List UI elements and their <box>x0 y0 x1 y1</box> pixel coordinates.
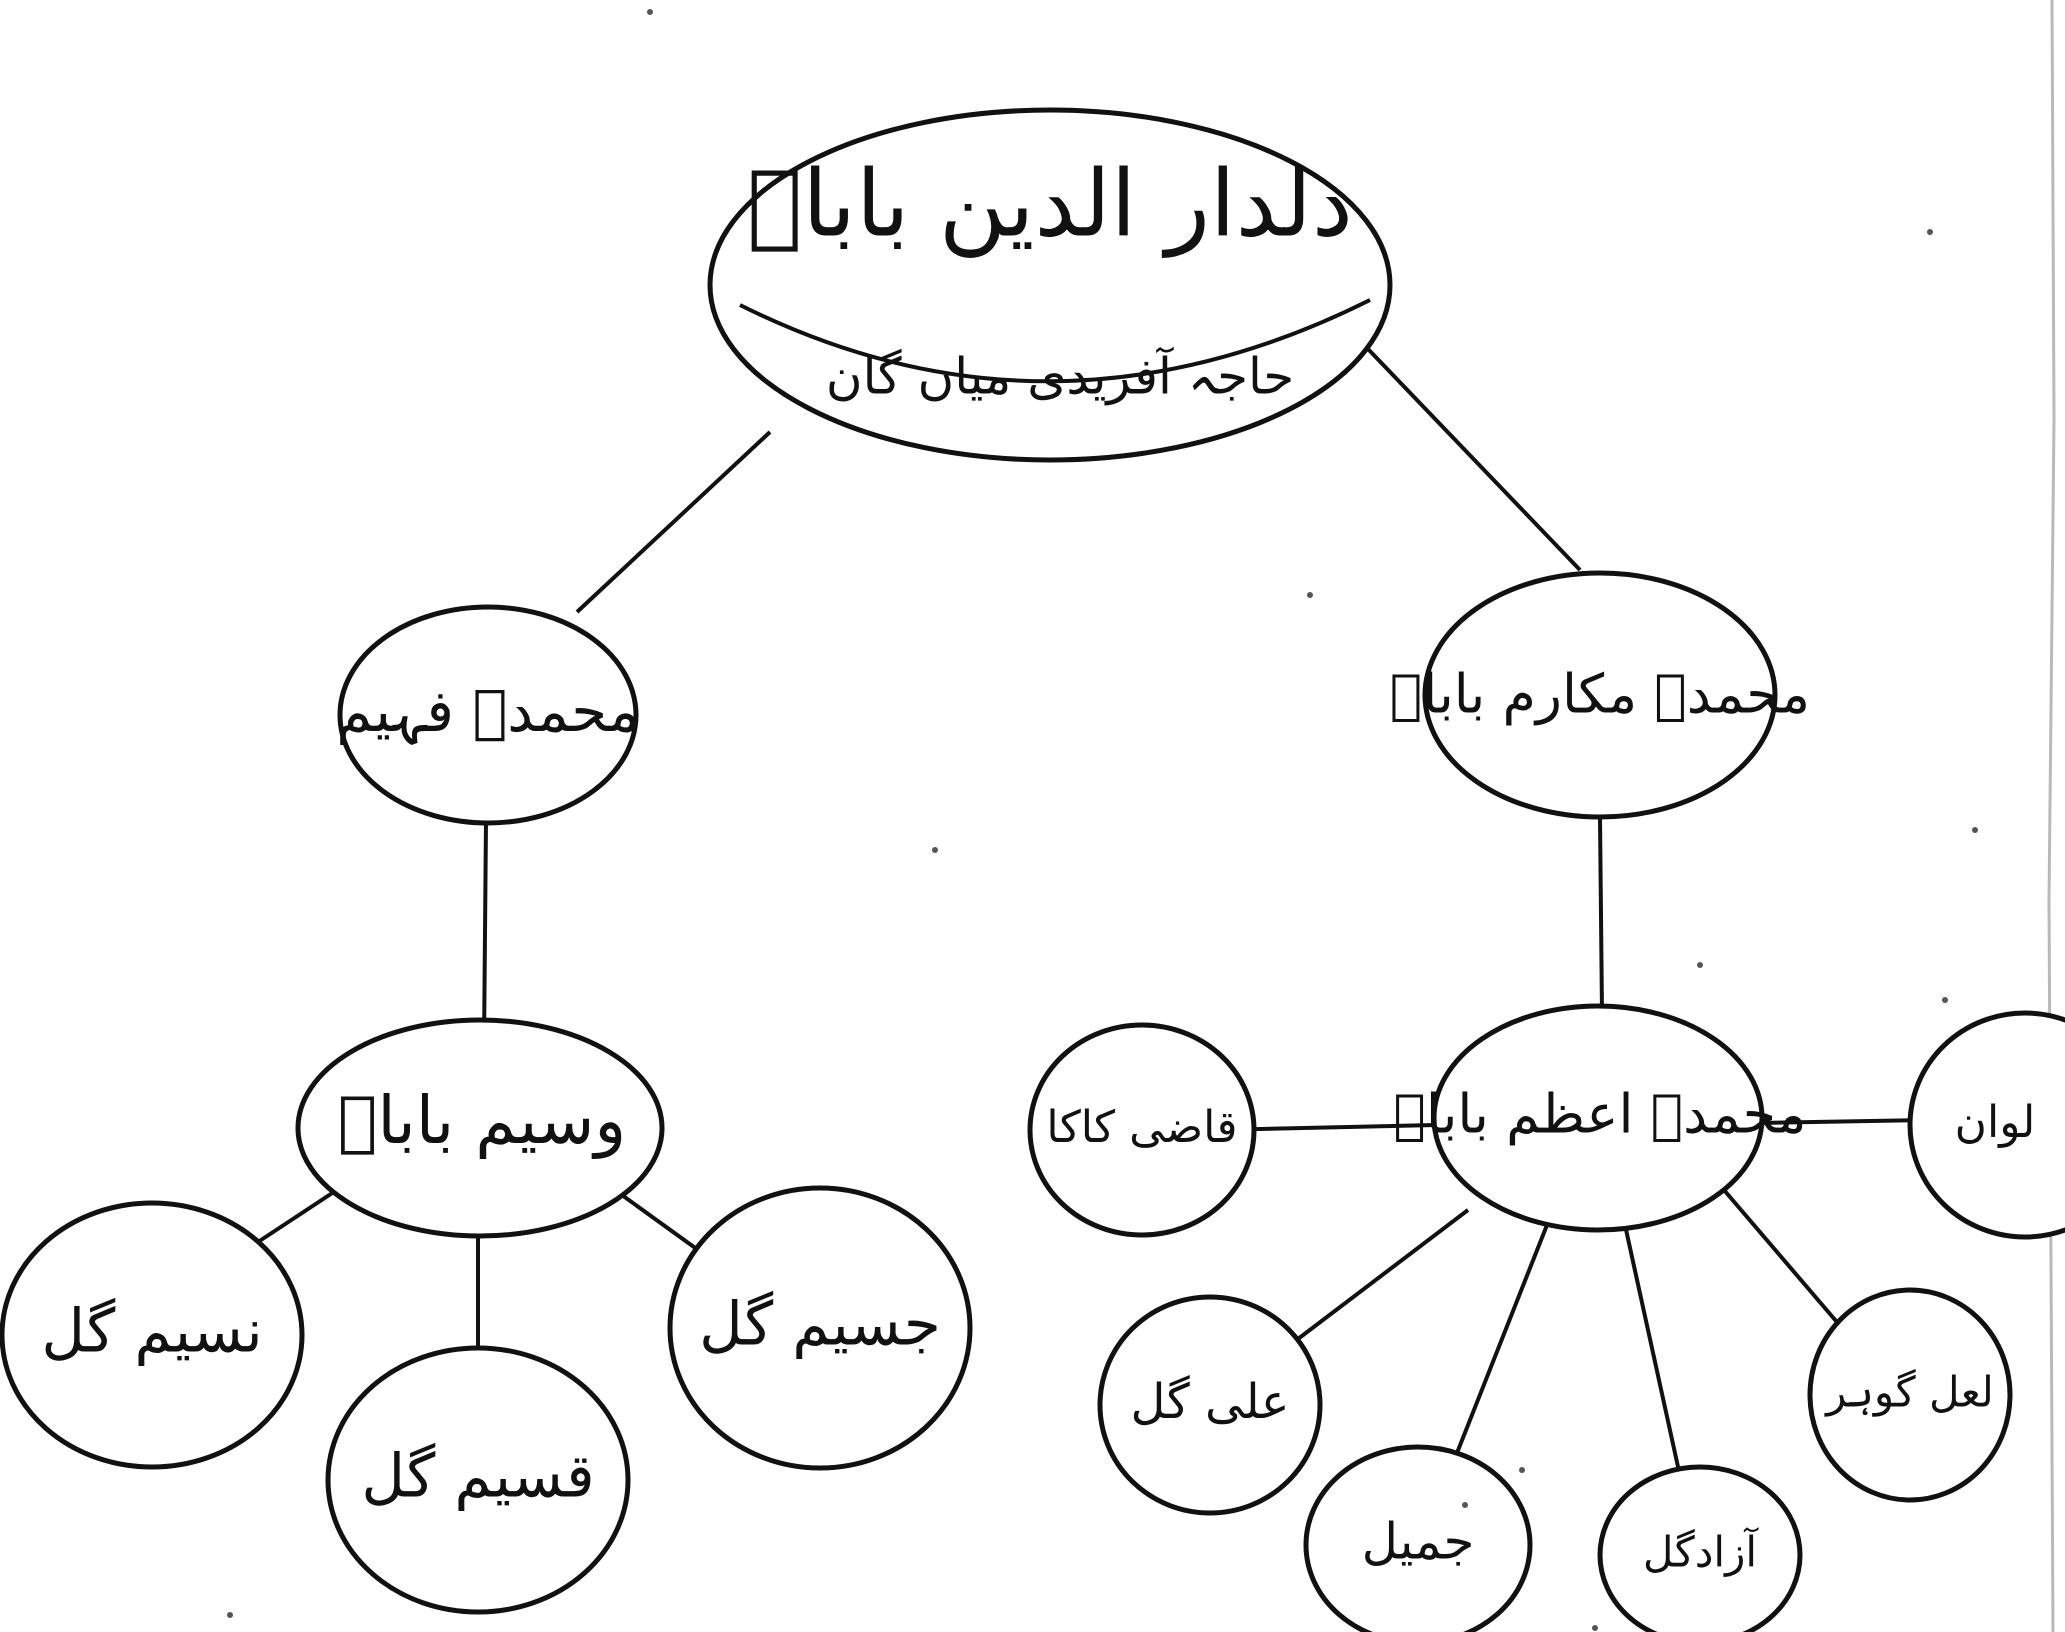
edge-faheem-waseem <box>482 819 488 1047</box>
node-mukarram: محمدؐ مکارم باباؒ <box>1390 570 1810 820</box>
node-jaseem-shape <box>667 1185 973 1471</box>
speck <box>1519 1467 1525 1473</box>
speck <box>1972 827 1978 833</box>
node-qazi: قاضی کاکا <box>1027 1022 1257 1238</box>
node-lowan-shape <box>1907 1010 2065 1240</box>
speck <box>1592 1625 1598 1631</box>
edge-azam-laalgohar <box>1716 1181 1844 1330</box>
node-naseem-shape <box>0 1200 305 1470</box>
node-azadgul-shape <box>1597 1464 1803 1632</box>
node-laalgohar-label: لعل گوہر <box>1824 1368 1994 1417</box>
node-azadgul-label: آزادگل <box>1643 1527 1759 1577</box>
node-laalgohar-shape <box>1807 1287 2013 1503</box>
edge-root-mukarram <box>1343 323 1582 572</box>
node-root-label: دلدار الدین باباؒ <box>747 150 1353 258</box>
node-faheem: محمدؐ فہیم <box>336 604 640 826</box>
speck <box>1697 962 1703 968</box>
node-azadgul: آزادگل <box>1597 1464 1803 1632</box>
node-jamil-label: جمیل <box>1362 1513 1475 1571</box>
node-waseem-shape <box>295 1017 665 1239</box>
node-qaseem-shape <box>325 1345 631 1615</box>
speck <box>1462 1502 1468 1508</box>
node-mukarram-label: محمدؐ مکارم باباؒ <box>1390 663 1810 726</box>
node-azam-label: محمدؐ اعظم باباؒ <box>1394 1083 1807 1146</box>
node-qazi-shape <box>1027 1022 1257 1238</box>
scan-edge <box>2047 0 2056 1632</box>
node-aligul-shape <box>1097 1294 1323 1516</box>
node-jaseem-label: جسیم گل <box>699 1290 941 1360</box>
node-naseem-label: نسیم گل <box>41 1297 262 1367</box>
speck <box>227 1612 233 1618</box>
speck <box>1927 229 1933 235</box>
node-faheem-shape <box>337 604 639 826</box>
node-qaseem-label: قسیم گل <box>361 1442 594 1512</box>
edge-root-faheem <box>575 430 772 614</box>
node-waseem: وسیم باباؒ <box>295 1017 665 1239</box>
node-root-shape <box>707 107 1393 463</box>
edge-azam-lowan <box>1759 1118 1926 1125</box>
node-jaseem: جسیم گل <box>667 1185 973 1471</box>
node-waseem-label: وسیم باباؒ <box>338 1082 627 1159</box>
node-jamil-shape <box>1303 1444 1533 1632</box>
node-qazi-label: قاضی کاکا <box>1046 1102 1237 1153</box>
node-azam-shape <box>1431 1003 1765 1233</box>
node-laalgohar: لعل گوہر <box>1807 1287 2013 1503</box>
speck <box>1942 997 1948 1003</box>
node-mukarram-shape <box>1422 570 1778 820</box>
node-naseem: نسیم گل <box>0 1200 305 1470</box>
edges-layer <box>256 323 1926 1486</box>
edge-azam-aligul <box>1288 1208 1470 1347</box>
node-lowan-label: لوان <box>1955 1097 2036 1148</box>
node-qaseem: قسیم گل <box>325 1345 631 1615</box>
node-jamil: جمیل <box>1303 1444 1533 1632</box>
node-root: دلدار الدین باباؒ حاجہ آفریدی میاں گان <box>707 107 1393 463</box>
node-faheem-label: محمدؐ فہیم <box>336 677 640 745</box>
node-aligul-label: علی گل <box>1131 1374 1290 1430</box>
node-root-sublabel: حاجہ آفریدی میاں گان <box>826 347 1294 406</box>
edge-azam-jamil <box>1453 1224 1549 1459</box>
edge-mukarram-azam <box>1598 817 1604 1014</box>
edge-azam-azadgul <box>1623 1224 1684 1486</box>
speck <box>1307 592 1313 598</box>
node-aligul: علی گل <box>1097 1294 1323 1516</box>
node-root-band <box>739 298 1371 384</box>
node-azam: محمدؐ اعظم باباؒ <box>1394 1003 1807 1233</box>
speck <box>932 847 938 853</box>
node-lowan: لوان <box>1907 1010 2065 1240</box>
scan-specks <box>227 9 1978 1631</box>
speck <box>647 9 653 15</box>
